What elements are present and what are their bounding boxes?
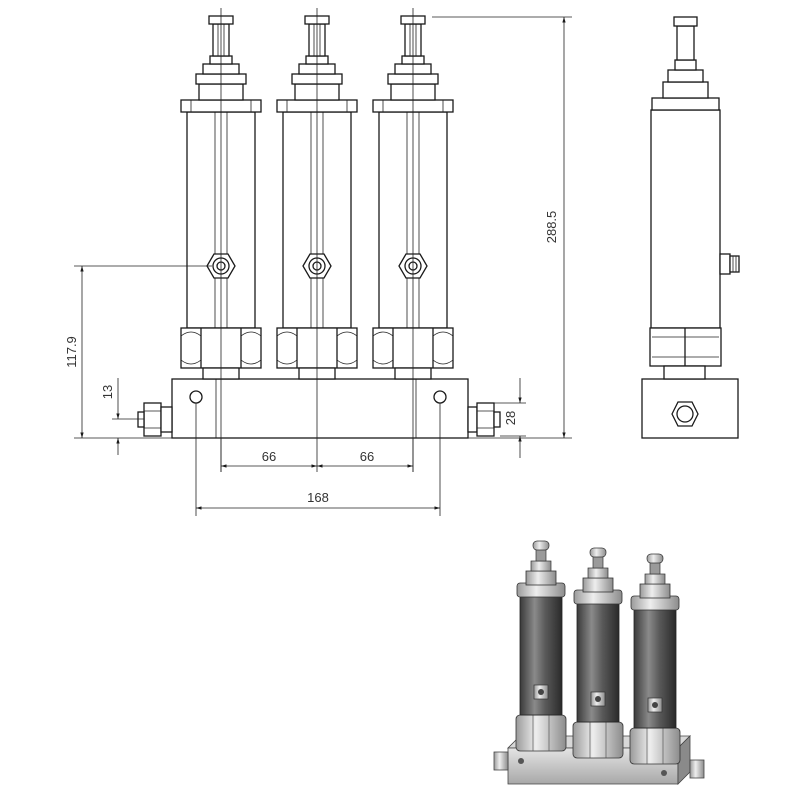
render-pump-1 [515, 540, 567, 752]
dimensions: 288.5 117.9 13 28 66 66 168 [64, 16, 572, 516]
dim-overall-width: 168 [307, 490, 329, 505]
dim-overall-height: 288.5 [544, 211, 559, 244]
pump-unit-1 [180, 8, 262, 472]
dim-inlet-height: 117.9 [64, 336, 79, 368]
left-fitting [137, 402, 173, 437]
dim-port-offset: 13 [100, 385, 115, 399]
pump-unit-2 [276, 8, 358, 472]
pump-units [180, 8, 454, 472]
side-nipple [719, 253, 731, 275]
right-fitting [467, 402, 501, 437]
dim-base-height: 28 [503, 411, 518, 425]
render-pumps [515, 540, 681, 765]
pump-unit-3 [372, 8, 454, 472]
render-pump-3 [629, 553, 681, 765]
side-view [641, 16, 740, 439]
product-render [493, 540, 705, 785]
side-body [650, 109, 721, 329]
render-pump-2 [572, 547, 624, 759]
dim-pitch-right: 66 [360, 449, 374, 464]
side-port-hex [671, 401, 699, 427]
dim-pitch-left: 66 [262, 449, 276, 464]
front-view [137, 8, 501, 472]
